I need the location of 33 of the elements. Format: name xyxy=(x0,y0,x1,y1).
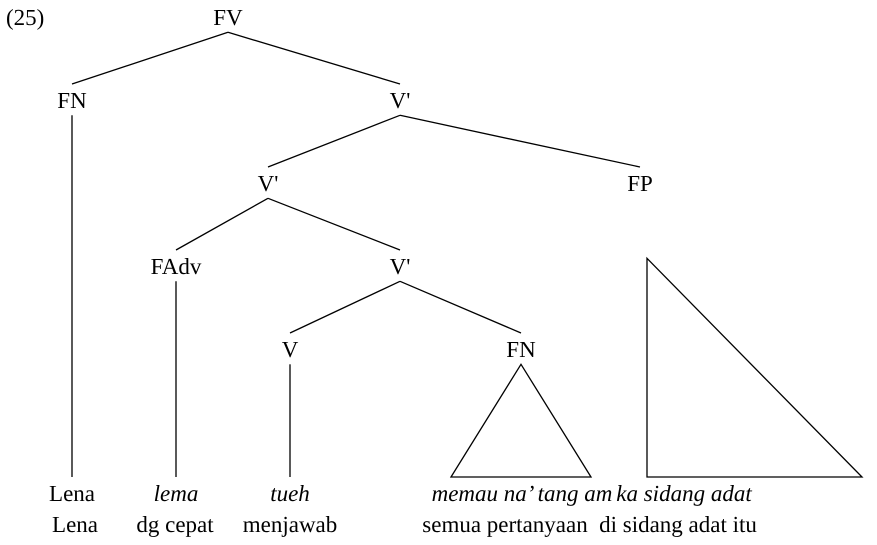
category-label: V xyxy=(282,337,298,362)
category-label: FAdv xyxy=(150,254,202,280)
tree-branch xyxy=(175,281,177,477)
category-label: V' xyxy=(390,254,410,280)
tree-branch xyxy=(400,280,522,334)
tree-branch xyxy=(268,198,400,251)
tree-branch xyxy=(228,32,400,85)
tree-branch xyxy=(290,280,400,334)
gloss-text: dg cepat xyxy=(136,512,214,538)
tree-branch xyxy=(268,114,400,168)
leaf-word: ka sidang adat xyxy=(616,481,752,506)
gloss-text: Lena xyxy=(52,512,98,538)
category-label: V' xyxy=(258,171,278,196)
leaf-word: tueh xyxy=(270,481,310,506)
category-label: V' xyxy=(390,88,410,114)
example-number: (25) xyxy=(6,5,44,30)
tree-branch xyxy=(400,114,640,168)
category-label: FP xyxy=(627,171,653,196)
gloss-text: menjawab xyxy=(242,512,338,538)
leaf-word: lema xyxy=(154,481,198,506)
triangle-branch xyxy=(646,256,864,478)
category-label: FN xyxy=(506,337,536,362)
triangle-branch xyxy=(450,363,592,478)
gloss-text: di sidang adat itu xyxy=(599,512,757,538)
gloss-text: semua pertanyaan xyxy=(422,512,588,538)
tree-branch xyxy=(72,32,228,85)
tree-branch xyxy=(289,364,291,477)
leaf-word: memau na’ tang am xyxy=(432,481,612,506)
tree-branch xyxy=(71,115,73,477)
category-label: FN xyxy=(57,88,87,114)
category-label: FV xyxy=(213,5,243,30)
leaf-word: Lena xyxy=(49,481,95,506)
tree-branch xyxy=(176,198,268,251)
